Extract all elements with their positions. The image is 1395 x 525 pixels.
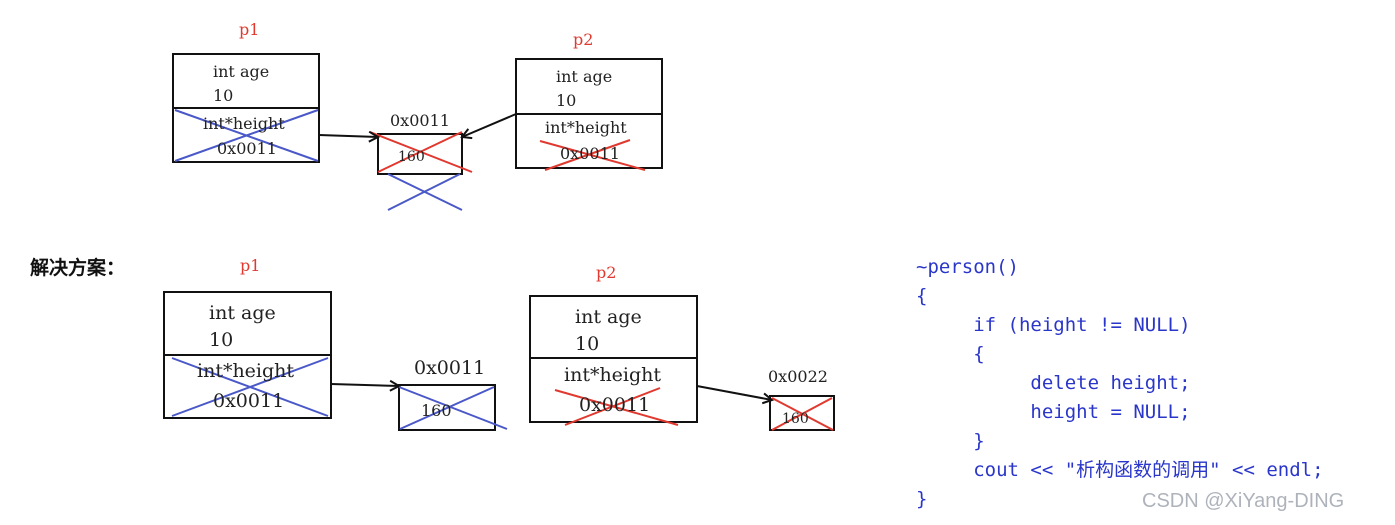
bottom-heap1-value: 160 bbox=[421, 401, 452, 420]
bottom-p2-pointer-red-cross bbox=[554, 387, 679, 426]
bottom-p1-pointer-label: int*height bbox=[197, 360, 295, 382]
code-line-6: height = NULL; bbox=[916, 401, 1191, 423]
bottom-p2-pointer-value: 0x0011 bbox=[579, 394, 651, 416]
top-heap-value: 160 bbox=[398, 149, 425, 165]
solution-heading: 解决方案： bbox=[30, 257, 126, 279]
code-line-2: { bbox=[916, 285, 928, 307]
code-line-9: } bbox=[916, 488, 928, 510]
bottom-heap2-address: 0x0022 bbox=[768, 367, 828, 386]
top-p1-pointer-value: 0x0011 bbox=[217, 139, 277, 158]
code-line-5: delete height; bbox=[916, 372, 1191, 394]
top-p1-to-heap-arrow bbox=[318, 135, 378, 137]
bottom-p1-object-box bbox=[163, 291, 332, 419]
watermark: CSDN @XiYang-DING bbox=[1142, 490, 1345, 512]
code-line-1: ~person() bbox=[916, 256, 1019, 278]
bottom-p1-age-label: int age bbox=[209, 302, 276, 324]
top-heap-blue-cross bbox=[387, 173, 463, 211]
bottom-p1-to-heap1-arrow bbox=[330, 384, 399, 386]
bottom-p2-object-box bbox=[529, 295, 698, 423]
bottom-p1-age-value: 10 bbox=[209, 329, 234, 351]
top-p2-object-box bbox=[515, 58, 663, 169]
bottom-heap1-blue-cross bbox=[398, 386, 508, 430]
top-p2-age-label: int age bbox=[556, 67, 613, 86]
bottom-p2-age-label: int age bbox=[575, 306, 642, 328]
code-line-3: if (height != NULL) bbox=[916, 314, 1191, 336]
top-p1-age-value: 10 bbox=[213, 86, 234, 105]
bottom-p2-pointer-label: int*height bbox=[564, 364, 662, 386]
top-p2-pointer-red-cross bbox=[539, 139, 646, 171]
top-p1-age-label: int age bbox=[213, 62, 270, 81]
bottom-heap2-value: 160 bbox=[782, 411, 809, 427]
top-p2-age-value: 10 bbox=[556, 91, 577, 110]
top-p1-pointer-label: int*height bbox=[203, 114, 285, 133]
bottom-heap1-block bbox=[398, 384, 496, 431]
top-p2-pointer-value: 0x0011 bbox=[560, 144, 620, 163]
bottom-p2-age-value: 10 bbox=[575, 333, 600, 355]
bottom-p2-to-heap2-arrow bbox=[696, 385, 772, 400]
top-p1-object-box bbox=[172, 53, 320, 163]
bottom-heap2-red-cross bbox=[771, 397, 834, 431]
code-line-4: { bbox=[916, 343, 985, 365]
bottom-p1-pointer-value: 0x0011 bbox=[213, 390, 285, 412]
top-heap-red-cross bbox=[369, 131, 473, 173]
top-p2-pointer-label: int*height bbox=[545, 118, 627, 137]
top-p2-to-heap-arrow bbox=[462, 113, 517, 137]
code-line-7: } bbox=[916, 430, 985, 452]
top-p1-pointer-blue-cross bbox=[174, 109, 319, 162]
bottom-heap1-address: 0x0011 bbox=[414, 357, 486, 379]
top-heap-address: 0x0011 bbox=[390, 111, 450, 130]
bottom-p1-pointer-blue-cross bbox=[171, 357, 329, 417]
bottom-p2-label: p2 bbox=[596, 263, 617, 282]
top-heap-block bbox=[377, 133, 463, 175]
bottom-heap2-block bbox=[769, 395, 835, 431]
bottom-p1-label: p1 bbox=[240, 256, 261, 275]
top-p2-label: p2 bbox=[573, 30, 594, 49]
top-p1-label: p1 bbox=[239, 20, 260, 39]
code-line-8: cout << "析构函数的调用" << endl; bbox=[916, 459, 1324, 481]
